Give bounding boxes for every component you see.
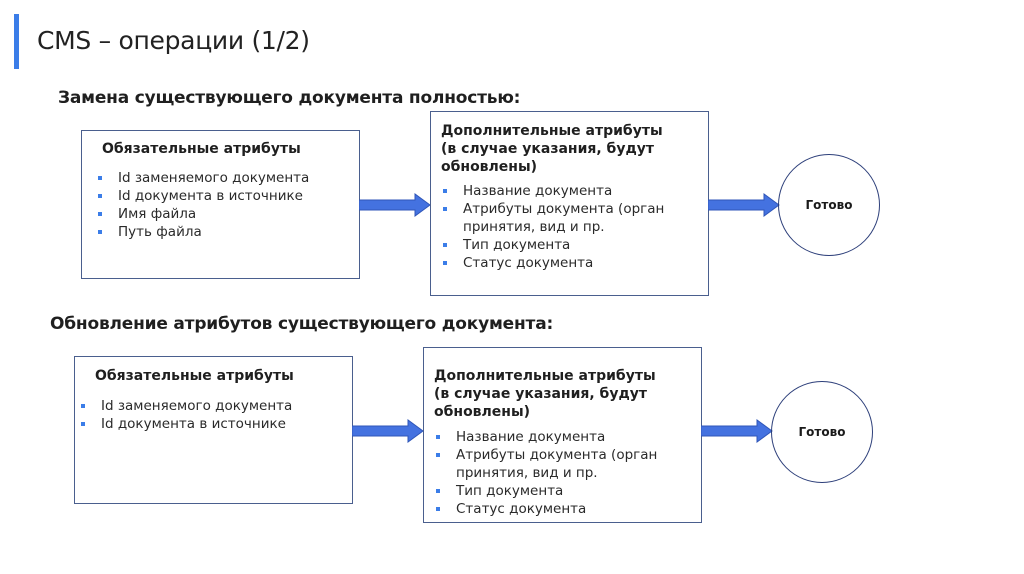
section-heading-update: Обновление атрибутов существующего докум…	[50, 314, 554, 334]
list-item: Id документа в источнике	[96, 187, 309, 205]
list-item: Id заменяемого документа	[96, 169, 309, 187]
list-item: Тип документа	[434, 482, 684, 500]
arrow-icon	[359, 193, 431, 217]
box-heading: Дополнительные атрибуты (в случае указан…	[434, 367, 656, 421]
title-accent-bar	[14, 14, 19, 69]
list-item: Название документа	[441, 182, 691, 200]
required-attributes-box: Обязательные атрибуты Id заменяемого док…	[74, 356, 353, 504]
done-circle: Готово	[771, 381, 873, 483]
list-item: Название документа	[434, 428, 684, 446]
optional-list: Название документа Атрибуты документа (о…	[434, 428, 684, 518]
list-item: Id заменяемого документа	[79, 397, 292, 415]
list-item: Тип документа	[441, 236, 691, 254]
required-attributes-box: Обязательные атрибуты Id заменяемого док…	[81, 130, 360, 279]
optional-attributes-box: Дополнительные атрибуты (в случае указан…	[430, 111, 709, 296]
heading-line: обновлены)	[441, 159, 538, 175]
optional-list: Название документа Атрибуты документа (о…	[441, 182, 691, 272]
list-item: Имя файла	[96, 205, 309, 223]
section-heading-replace: Замена существующего документа полностью…	[58, 88, 521, 108]
optional-attributes-box: Дополнительные атрибуты (в случае указан…	[423, 347, 702, 523]
arrow-icon	[708, 193, 780, 217]
list-item: Статус документа	[441, 254, 691, 272]
done-circle: Готово	[778, 154, 880, 256]
heading-line: (в случае указания, будут	[441, 141, 655, 157]
required-list: Id заменяемого документа Id документа в …	[79, 397, 292, 433]
list-item: Атрибуты документа (орган принятия, вид …	[441, 200, 691, 236]
box-heading: Дополнительные атрибуты (в случае указан…	[441, 122, 663, 176]
heading-line: Дополнительные атрибуты	[441, 123, 663, 139]
box-heading: Обязательные атрибуты	[95, 368, 294, 384]
list-item: Атрибуты документа (орган принятия, вид …	[434, 446, 684, 482]
required-list: Id заменяемого документа Id документа в …	[96, 169, 309, 241]
box-heading: Обязательные атрибуты	[102, 141, 301, 157]
heading-line: обновлены)	[434, 404, 531, 420]
list-item: Путь файла	[96, 223, 309, 241]
list-item: Статус документа	[434, 500, 684, 518]
slide-title: CMS – операции (1/2)	[37, 26, 310, 55]
heading-line: Дополнительные атрибуты	[434, 368, 656, 384]
list-item: Id документа в источнике	[79, 415, 292, 433]
arrow-icon	[352, 419, 424, 443]
arrow-icon	[701, 419, 773, 443]
heading-line: (в случае указания, будут	[434, 386, 648, 402]
